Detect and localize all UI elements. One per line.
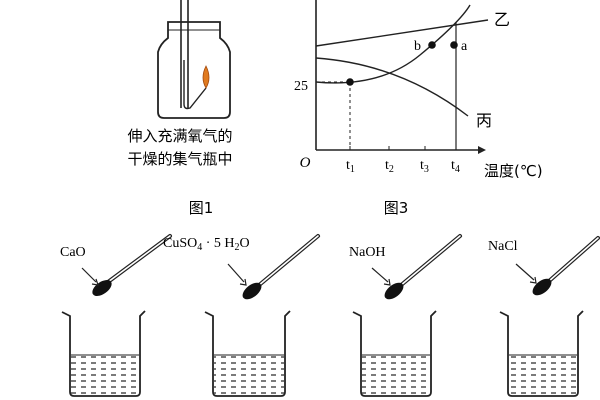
arrow-icon [91, 278, 99, 286]
beaker-3 [352, 310, 437, 397]
arrow-icon [239, 278, 247, 286]
spoon-1 [92, 234, 172, 296]
point-a [450, 41, 458, 49]
curve-jia [315, 4, 471, 84]
figure3-label: 图3 [384, 199, 409, 217]
liquid-3 [362, 356, 430, 395]
figure1-caption-line1: 伸入充满氧气的 [127, 127, 232, 145]
x-tick-t1: t1 [346, 158, 355, 175]
curve-label-bing: 丙 [476, 111, 492, 130]
x-axis-arrow [478, 146, 486, 154]
figure1-label: 图1 [189, 199, 214, 217]
reagent-label-naoh: NaOH [349, 245, 386, 260]
spoon-3 [384, 234, 462, 300]
flame-icon [202, 65, 210, 89]
liquid-4 [509, 356, 577, 395]
arrow-icon [529, 276, 537, 284]
point-label-b: b [414, 39, 421, 54]
curve-label-yi: 乙 [494, 10, 510, 29]
y-tick-25: 25 [294, 79, 308, 94]
spoon-2 [242, 234, 320, 300]
beaker-1 [61, 310, 146, 397]
x-tick-t3: t3 [420, 158, 429, 175]
point-b [428, 41, 436, 49]
curve-yi [315, 19, 489, 47]
point-25 [346, 78, 354, 86]
liquid-1 [71, 356, 139, 395]
curve-bing [315, 57, 469, 117]
reagent-label-nacl: NaCl [488, 239, 518, 254]
figure3-chart [315, 0, 489, 154]
figure1-caption-line2: 干燥的集气瓶中 [127, 150, 232, 168]
x-tick-t4: t4 [451, 158, 460, 175]
beaker-2 [204, 310, 291, 397]
beaker-4 [499, 310, 584, 397]
origin-label: O [300, 155, 311, 171]
figure1-gas-bottle [157, 0, 231, 119]
x-axis-label: 温度(℃) [484, 162, 543, 180]
arrow-icon [383, 278, 391, 286]
liquid-2 [214, 356, 284, 395]
point-label-a: a [461, 39, 468, 54]
reagent-label-cuso4: CuSO4 · 5 H2O [163, 236, 250, 253]
spoon-4 [532, 236, 600, 296]
reagent-label-cao: CaO [60, 245, 86, 260]
x-tick-t2: t2 [385, 158, 394, 175]
